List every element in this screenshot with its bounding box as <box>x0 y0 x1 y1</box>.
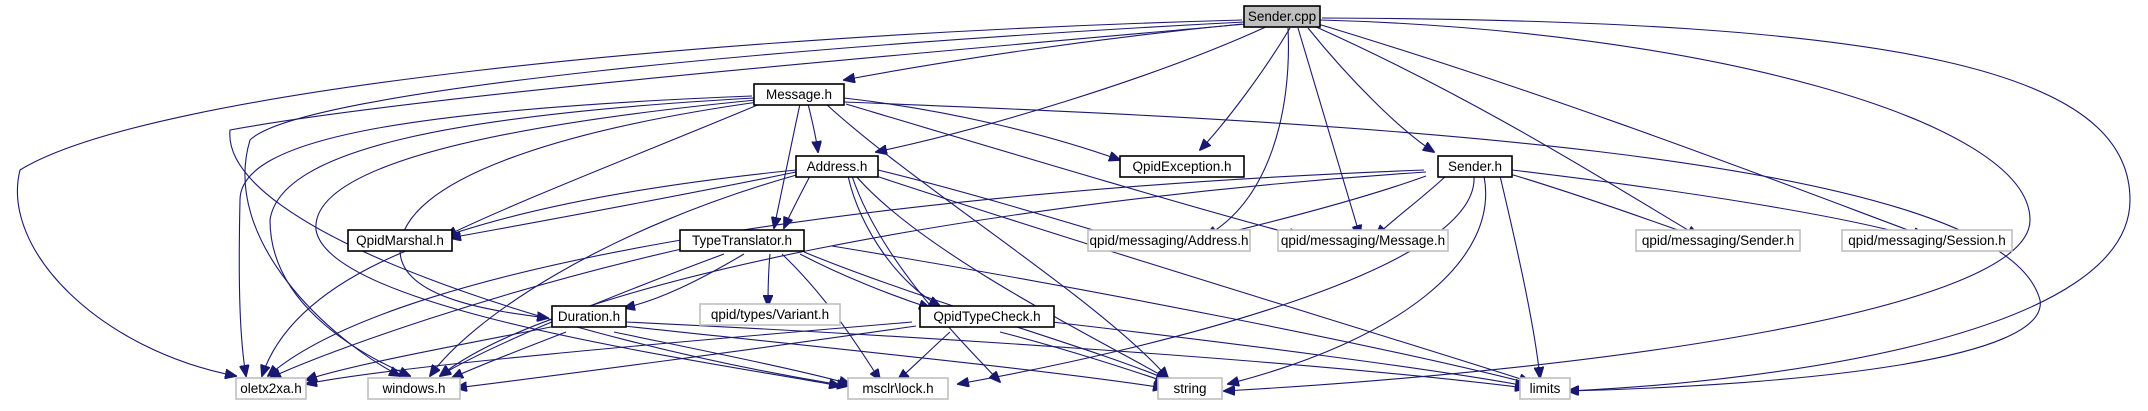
edge-addressh-windowsh <box>430 173 801 376</box>
edge-senderh-oletx2xah <box>268 169 1425 376</box>
edge-sendercpp-qmsenderh <box>1313 25 1698 236</box>
node-label: Address.h <box>807 159 868 174</box>
dependency-edges <box>16 17 2131 391</box>
node-label: oletx2xa.h <box>240 381 302 396</box>
edge-qpidtypecheckh-windowsh <box>456 325 917 388</box>
node-qpid-messaging-address-h[interactable]: qpid/messaging/Address.h <box>1087 229 1251 252</box>
node-address-h[interactable]: Address.h <box>795 155 879 178</box>
node-label: windows.h <box>381 381 445 396</box>
node-qpid-messaging-session-h[interactable]: qpid/messaging/Session.h <box>1841 229 2013 252</box>
node-message-h[interactable]: Message.h <box>753 83 845 106</box>
node-label: msclr\lock.h <box>862 381 933 396</box>
edge-messageh-qpidmarshalh <box>446 103 761 236</box>
edge-sendercpp-qpidexceptionh <box>1200 27 1291 150</box>
node-sender-h[interactable]: Sender.h <box>1437 155 1513 178</box>
node-label: Sender.cpp <box>1248 9 1316 24</box>
edge-senderh-qmsenderh <box>1509 173 1700 238</box>
edge-messageh-addressh <box>807 103 818 152</box>
edge-sendercpp-qmmessageh <box>1297 27 1360 236</box>
edge-messageh-durationh <box>399 101 759 318</box>
dependency-nodes: Sender.cpp Message.h Address.h QpidExcep… <box>235 5 2013 400</box>
edge-typetranslatorh-variant <box>768 253 770 306</box>
edge-qpidtypecheckh-oletx2xah <box>306 321 913 384</box>
node-label: string <box>1173 381 1206 396</box>
node-label: qpid/messaging/Session.h <box>1848 233 2006 248</box>
node-qpid-messaging-message-h[interactable]: qpid/messaging/Message.h <box>1277 229 1449 252</box>
node-duration-h[interactable]: Duration.h <box>551 305 627 328</box>
edge-addressh-qpidtypecheckh <box>847 175 940 306</box>
node-qpid-exception-h[interactable]: QpidException.h <box>1119 155 1245 178</box>
edge-typetranslatorh-durationh <box>624 253 745 308</box>
node-label: Duration.h <box>558 309 620 324</box>
node-label: TypeTranslator.h <box>692 233 792 248</box>
node-msclr-lock-h[interactable]: msclr\lock.h <box>847 377 949 400</box>
edge-sendercpp-messageh <box>844 23 1243 80</box>
node-qpid-type-check-h[interactable]: QpidTypeCheck.h <box>919 305 1055 328</box>
edge-sendercpp-qmsessionh <box>1317 23 1924 236</box>
node-label: qpid/types/Variant.h <box>711 307 829 322</box>
node-label: QpidException.h <box>1132 159 1231 174</box>
node-string[interactable]: string <box>1157 377 1223 400</box>
edge-typetranslatorh-windowsh <box>440 253 725 376</box>
edge-addressh-string <box>855 175 1170 380</box>
edge-sendercpp-limits <box>1321 17 2131 391</box>
edge-addressh-msclrlockh <box>851 175 1000 382</box>
node-label: QpidTypeCheck.h <box>933 309 1040 324</box>
node-label: qpid/messaging/Sender.h <box>1642 233 1794 248</box>
edge-senderh-limits <box>1499 175 1540 378</box>
edge-senderh-msclrlockh <box>958 175 1475 384</box>
edge-sendercpp-addressh <box>876 25 1269 152</box>
edge-qpidtypecheckh-string <box>999 331 1166 382</box>
edge-sendercpp-windowsh <box>244 21 1245 376</box>
node-oletx2xa-h[interactable]: oletx2xa.h <box>235 377 307 400</box>
edge-senderh-windowsh <box>440 171 1427 376</box>
edge-messageh-typetranslatorh <box>774 103 801 228</box>
edge-typetranslatorh-qpidtypecheckh <box>799 253 930 308</box>
edge-typetranslatorh-oletx2xah <box>270 247 687 378</box>
edge-senderh-qmsessionh <box>1511 169 1920 238</box>
edge-addressh-typetranslatorh <box>784 175 811 228</box>
node-label: Sender.h <box>1448 159 1502 174</box>
edge-addressh-limits <box>875 175 1530 382</box>
node-qpid-types-variant-h[interactable]: qpid/types/Variant.h <box>699 303 841 326</box>
edge-addressh-qpidmarshalh <box>450 171 797 238</box>
node-label: qpid/messaging/Address.h <box>1089 233 1248 248</box>
node-qpid-messaging-sender-h[interactable]: qpid/messaging/Sender.h <box>1635 229 1801 252</box>
edge-sendercpp-string <box>1224 19 2031 391</box>
node-type-translator-h[interactable]: TypeTranslator.h <box>679 229 805 252</box>
edge-durationh-windowsh <box>452 331 567 378</box>
edge-sendercpp-qmaddressh <box>1206 27 1289 236</box>
edge-qpidtypecheckh-msclrlockh <box>898 331 951 380</box>
node-windows-h[interactable]: windows.h <box>367 377 461 400</box>
edge-qpidtypecheckh-limits <box>1051 321 1526 386</box>
node-sender-cpp[interactable]: Sender.cpp <box>1243 5 1321 28</box>
edge-sendercpp-oletx2xah <box>16 19 1243 376</box>
edge-messageh-msclrlockh <box>315 99 840 386</box>
edge-sendercpp-senderh <box>1307 27 1434 152</box>
edge-typetranslatorh-msclrlockh <box>781 253 880 380</box>
node-label: qpid/messaging/Message.h <box>1281 233 1445 248</box>
edge-durationh-string <box>623 325 1164 388</box>
edge-messageh-string <box>825 103 1168 378</box>
edge-typetranslatorh-limits <box>831 245 1532 384</box>
edge-durationh-oletx2xah <box>306 325 557 380</box>
edge-sendercpp-msclrlockh <box>229 23 1247 386</box>
node-qpid-marshal-h[interactable]: QpidMarshal.h <box>347 229 453 252</box>
edge-messageh-oletx2xah <box>238 95 753 376</box>
node-limits[interactable]: limits <box>1519 377 1571 400</box>
edge-senderh-qmaddressh <box>1206 175 1427 238</box>
edge-durationh-msclrlockh <box>613 331 850 384</box>
edge-senderh-qmmessageh <box>1376 175 1447 236</box>
edge-senderh-string <box>1228 175 1487 384</box>
node-label: Message.h <box>766 87 832 102</box>
edge-durationh-limits <box>625 321 1526 388</box>
edge-messageh-qmmessageh <box>845 103 1300 236</box>
node-label: limits <box>1530 381 1561 396</box>
node-label: QpidMarshal.h <box>356 233 444 248</box>
